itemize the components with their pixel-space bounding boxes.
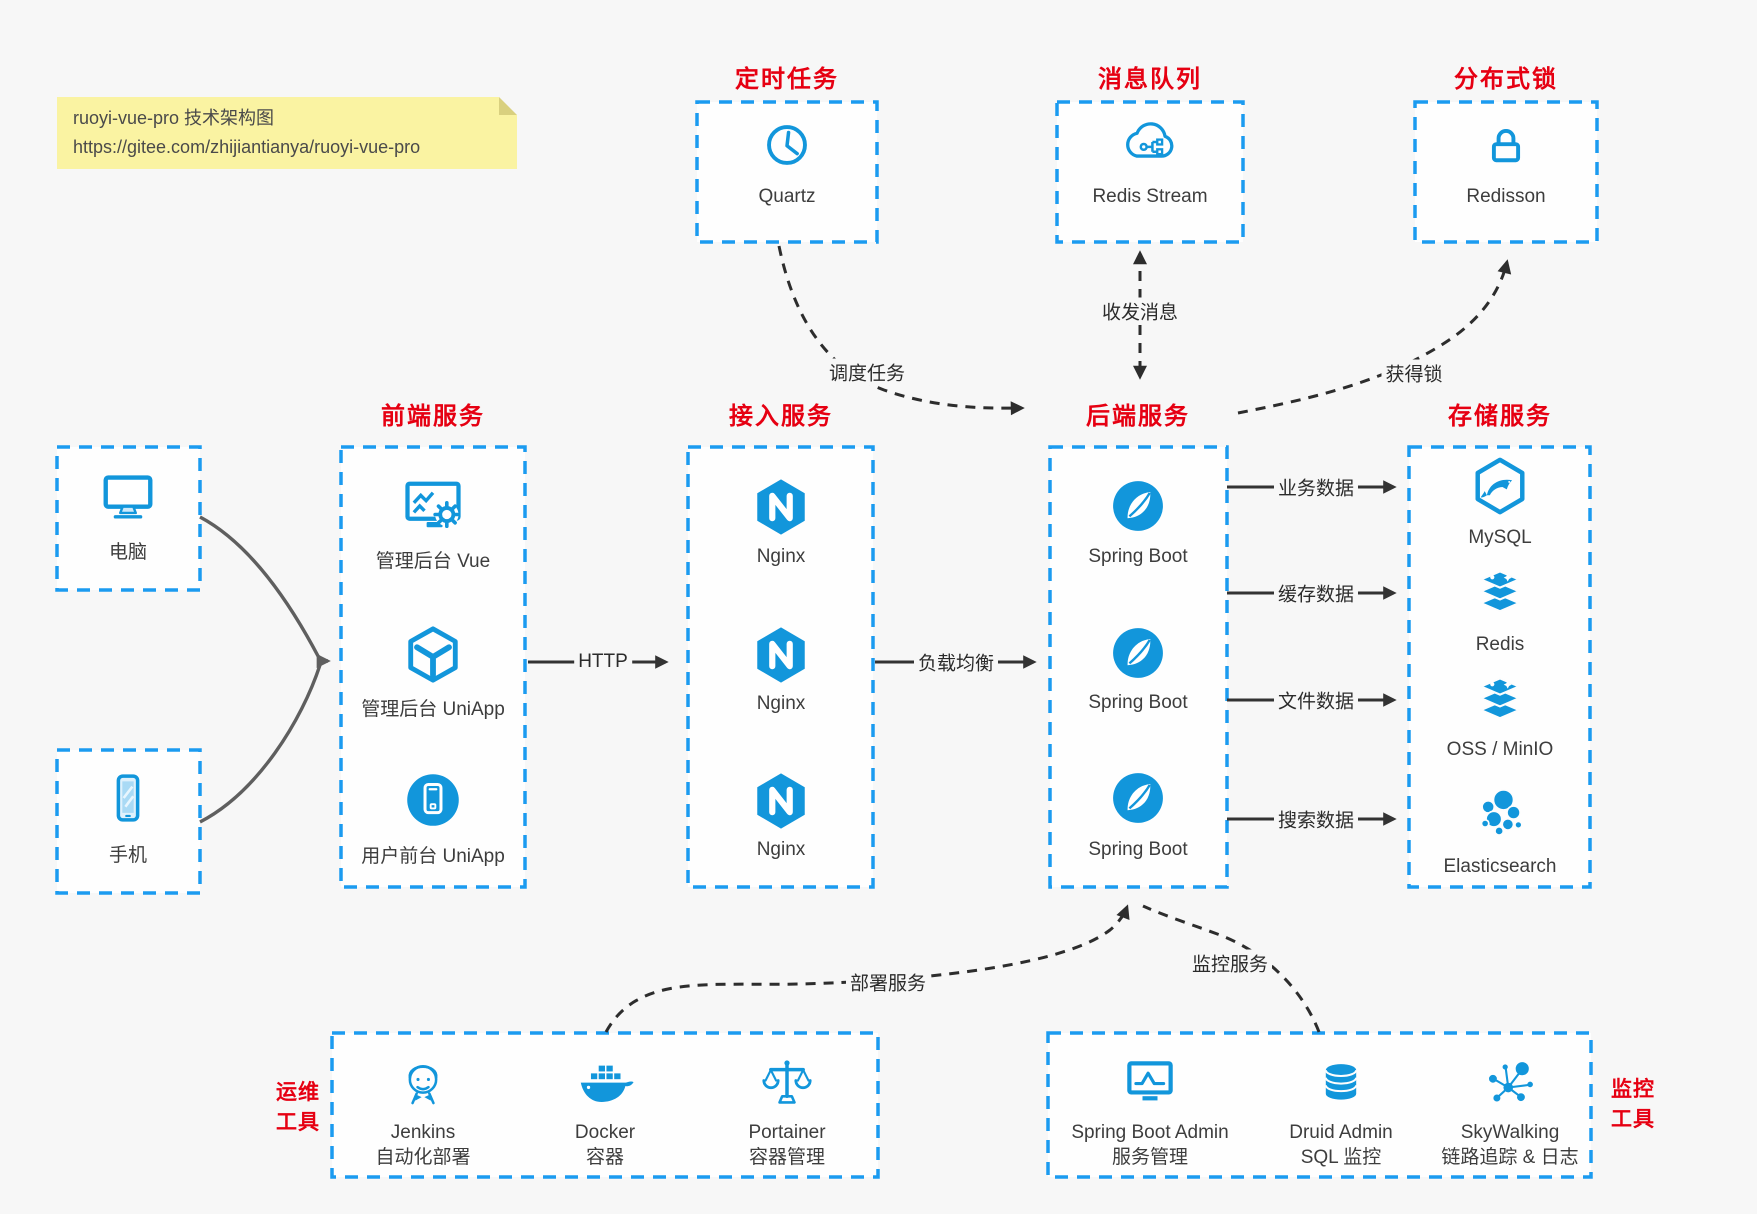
- devops-item-jenkins: Jenkins 自动化部署: [375, 1120, 470, 1170]
- node-label-user-uniapp: 用户前台 UniApp: [361, 846, 505, 867]
- devops-item-desc: 容器管理: [748, 1147, 826, 1168]
- redis-stack-icon: [1471, 672, 1529, 730]
- monitor-chart-icon: [1120, 1054, 1180, 1114]
- devops-title-line2: 工具: [276, 1111, 320, 1134]
- node-label-admin-uniapp: 管理后台 UniApp: [361, 699, 505, 720]
- skywalking-icon: [1482, 1056, 1538, 1112]
- edge-label-file-data: 文件数据: [1273, 686, 1359, 714]
- note-url[interactable]: https://gitee.com/zhijiantianya/ruoyi-vu…: [73, 137, 421, 157]
- node-label-elasticsearch: Elasticsearch: [1443, 856, 1557, 877]
- node-label-redis-stream: Redis Stream: [1092, 186, 1208, 207]
- smartphone-icon: [100, 770, 156, 826]
- devops-title-line1: 运维: [276, 1081, 320, 1104]
- edge-label-monitoring: 监控服务: [1187, 949, 1273, 977]
- monitor-item-druid: Druid Admin SQL 监控: [1289, 1120, 1393, 1170]
- edge-label-acquire-lock: 获得锁: [1381, 359, 1447, 387]
- sticky-note: ruoyi-vue-pro 技术架构图 https://gitee.com/zh…: [57, 97, 517, 169]
- nginx-icon: [750, 476, 812, 538]
- docker-icon: [574, 1054, 636, 1116]
- group-title-gateway: 接入服务: [729, 403, 833, 430]
- circle-phone-icon: [403, 770, 463, 830]
- edge-pc-frontend: [199, 515, 331, 669]
- mysql-icon: [1469, 455, 1531, 517]
- group-title-monitor: 监控 工具: [1611, 1075, 1655, 1135]
- node-label-nginx-3: Nginx: [756, 839, 806, 860]
- spring-icon: [1109, 769, 1167, 827]
- devops-item-portainer: Portainer 容器管理: [748, 1120, 825, 1170]
- devops-item-name: Jenkins: [390, 1122, 456, 1143]
- desktop-monitor-icon: [97, 465, 159, 527]
- edge-label-schedule: 调度任务: [824, 358, 910, 386]
- spring-icon: [1109, 477, 1167, 535]
- database-icon: [1314, 1057, 1368, 1111]
- edge-phone-frontend: [199, 664, 322, 824]
- edge-label-cache-data: 缓存数据: [1273, 579, 1359, 607]
- edge-label-business-data: 业务数据: [1273, 473, 1359, 501]
- edge-schedule: [777, 245, 1025, 416]
- nginx-icon: [750, 770, 812, 832]
- monitor-item-sba: Spring Boot Admin 服务管理: [1071, 1120, 1228, 1170]
- devops-item-docker: Docker 容器: [575, 1120, 635, 1170]
- group-title-mq: 消息队列: [1098, 66, 1202, 93]
- node-label-oss-minio: OSS / MinIO: [1446, 739, 1554, 760]
- devops-item-name: Docker: [574, 1122, 636, 1143]
- group-title-backend: 后端服务: [1086, 403, 1190, 430]
- edge-acquire-lock: [1237, 259, 1512, 415]
- group-title-devops: 运维 工具: [276, 1078, 320, 1138]
- monitor-item-name: SkyWalking: [1460, 1122, 1560, 1143]
- padlock-icon: [1481, 120, 1531, 170]
- cube-icon: [402, 624, 464, 686]
- group-title-scheduler: 定时任务: [735, 66, 839, 93]
- jenkins-icon: [394, 1055, 452, 1113]
- node-label-spring-1: Spring Boot: [1088, 546, 1188, 567]
- spring-icon: [1109, 624, 1167, 682]
- edge-label-http: HTTP: [574, 651, 632, 673]
- node-label-nginx-1: Nginx: [756, 546, 806, 567]
- clock-icon: [762, 120, 812, 170]
- box-lock: [1413, 100, 1599, 244]
- edge-label-message: 收发消息: [1097, 297, 1183, 325]
- node-label-pc: 电脑: [108, 542, 148, 563]
- note-fold-corner: [499, 97, 517, 115]
- devops-item-desc: 自动化部署: [375, 1147, 471, 1168]
- node-label-spring-2: Spring Boot: [1088, 692, 1188, 713]
- screen-gear-icon: [399, 472, 467, 540]
- node-label-nginx-2: Nginx: [756, 693, 806, 714]
- monitor-item-name: Spring Boot Admin: [1071, 1122, 1229, 1143]
- note-title: ruoyi-vue-pro 技术架构图: [73, 108, 275, 128]
- group-title-storage: 存储服务: [1448, 403, 1552, 430]
- elasticsearch-icon: [1472, 785, 1528, 841]
- group-title-frontend: 前端服务: [381, 403, 485, 430]
- node-label-spring-3: Spring Boot: [1088, 839, 1188, 860]
- edge-deploy: [604, 904, 1130, 1033]
- edge-label-search-data: 搜索数据: [1273, 805, 1359, 833]
- devops-item-name: Portainer: [748, 1122, 826, 1143]
- node-label-redisson: Redisson: [1466, 186, 1546, 207]
- node-label-mysql: MySQL: [1468, 527, 1532, 548]
- node-label-redis: Redis: [1475, 634, 1525, 655]
- monitor-item-desc: 服务管理: [1111, 1147, 1188, 1168]
- monitor-item-skywalking: SkyWalking 链路追踪 & 日志: [1441, 1120, 1578, 1170]
- monitor-title-line1: 监控: [1611, 1078, 1655, 1101]
- devops-item-desc: 容器: [585, 1147, 624, 1168]
- box-devops: [330, 1031, 880, 1179]
- group-title-lock: 分布式锁: [1454, 66, 1558, 93]
- box-monitor: [1046, 1031, 1593, 1179]
- monitor-title-line2: 工具: [1611, 1108, 1655, 1131]
- redis-stack-icon: [1471, 565, 1529, 623]
- portainer-icon: [759, 1056, 815, 1112]
- nginx-icon: [750, 624, 812, 686]
- monitor-item-name: Druid Admin: [1289, 1122, 1393, 1143]
- node-label-quartz: Quartz: [758, 186, 816, 207]
- edge-label-load-balance: 负载均衡: [913, 648, 999, 676]
- edge-label-deploy: 部署服务: [845, 968, 931, 996]
- node-label-phone: 手机: [108, 845, 148, 866]
- node-label-admin-vue: 管理后台 Vue: [375, 551, 491, 572]
- monitor-item-desc: 链路追踪 & 日志: [1441, 1147, 1579, 1168]
- cloud-stream-icon: [1119, 112, 1181, 174]
- monitor-item-desc: SQL 监控: [1300, 1147, 1382, 1168]
- edge-monitoring: [1142, 904, 1321, 1033]
